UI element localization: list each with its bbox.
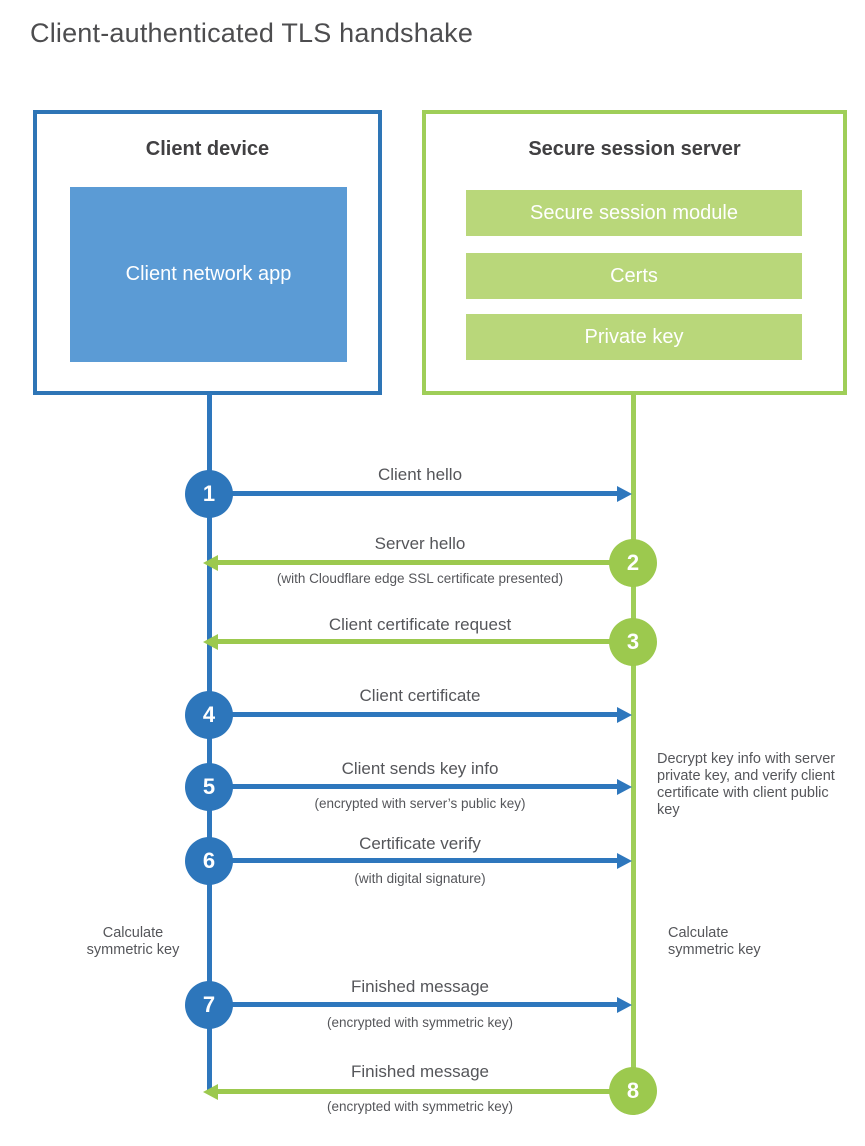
arrowhead-right-icon xyxy=(617,853,632,869)
client-device-heading: Client device xyxy=(145,138,270,160)
message-label: Certificate verify xyxy=(359,834,481,853)
step-1-badge: 1 xyxy=(185,470,233,518)
arrow-server-hello xyxy=(216,560,622,565)
message-subtitle: (with Cloudflare edge SSL certificate pr… xyxy=(276,571,564,586)
message-label: Finished message xyxy=(351,977,489,996)
message-label: Client hello xyxy=(377,465,463,484)
message-label: Finished message xyxy=(351,1062,489,1081)
calculate-symmetric-key-note-client: Calculate symmetric key xyxy=(86,925,180,959)
message-label: Server hello xyxy=(374,534,466,553)
step-7-badge: 7 xyxy=(185,981,233,1029)
step-6-badge: 6 xyxy=(185,837,233,885)
step-4-badge: 4 xyxy=(185,691,233,739)
message-subtitle: (encrypted with symmetric key) xyxy=(326,1099,514,1114)
message-label: Client certificate xyxy=(359,686,481,705)
decrypt-note: Decrypt key info with server private key… xyxy=(657,751,836,819)
arrow-finished-message-client xyxy=(211,1002,619,1007)
message-subtitle: (encrypted with server’s public key) xyxy=(314,796,526,811)
message-label: Client certificate request xyxy=(328,615,512,634)
page-title: Client-authenticated TLS handshake xyxy=(30,18,474,48)
server-module-certs: Certs xyxy=(466,253,802,299)
arrow-client-sends-key-info xyxy=(211,784,619,789)
server-module-secure-session-module: Secure session module xyxy=(466,190,802,236)
arrowhead-right-icon xyxy=(617,486,632,502)
server-module-private-key: Private key xyxy=(466,314,802,360)
arrowhead-left-icon xyxy=(203,555,218,571)
arrowhead-left-icon xyxy=(203,1084,218,1100)
arrowhead-right-icon xyxy=(617,779,632,795)
secure-session-server-heading: Secure session server xyxy=(528,138,741,160)
arrow-client-certificate xyxy=(211,712,619,717)
arrowhead-right-icon xyxy=(617,997,632,1013)
message-label: Client sends key info xyxy=(341,759,499,778)
message-subtitle: (encrypted with symmetric key) xyxy=(326,1015,514,1030)
step-5-badge: 5 xyxy=(185,763,233,811)
arrowhead-right-icon xyxy=(617,707,632,723)
client-lifeline xyxy=(207,393,212,1092)
calculate-symmetric-key-note-server: Calculate symmetric key xyxy=(668,925,761,959)
step-8-badge: 8 xyxy=(609,1067,657,1115)
arrow-certificate-verify xyxy=(211,858,619,863)
step-2-badge: 2 xyxy=(609,539,657,587)
message-subtitle: (with digital signature) xyxy=(354,871,486,886)
step-3-badge: 3 xyxy=(609,618,657,666)
server-lifeline xyxy=(631,393,636,1090)
client-network-app-box: Client network app xyxy=(70,187,347,362)
arrowhead-left-icon xyxy=(203,634,218,650)
arrow-client-hello xyxy=(211,491,619,496)
arrow-finished-message-server xyxy=(216,1089,622,1094)
arrow-client-certificate-request xyxy=(216,639,622,644)
